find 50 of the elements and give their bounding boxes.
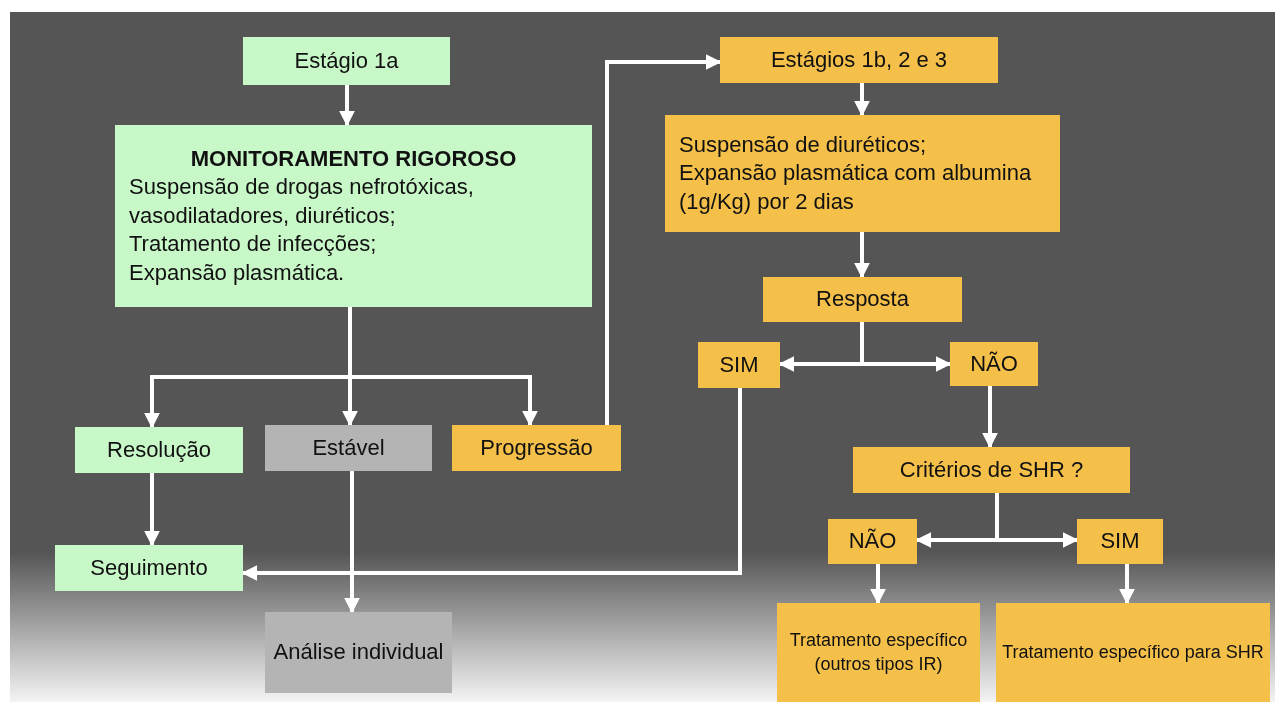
- arrow: [1119, 564, 1135, 605]
- box-text: Expansão plasmática com albumina (1g/Kg) por 2 dias: [679, 159, 1033, 216]
- box-text: Estágio 1a: [294, 46, 399, 75]
- process-box: [452, 425, 621, 471]
- process-box: [853, 447, 1130, 493]
- box-text: NÃO: [970, 349, 1018, 378]
- process-box: [243, 37, 450, 85]
- arrow: [854, 83, 870, 117]
- box-text: Tratamento de infecções;: [129, 230, 377, 259]
- box-text: Tratamento específico (outros tipos IR): [788, 629, 969, 676]
- arrow: [605, 54, 722, 425]
- box-text: SIM: [1100, 527, 1140, 556]
- process-box: [55, 545, 243, 591]
- box-text: Análise individual: [273, 638, 444, 667]
- arrow: [144, 473, 160, 547]
- arrow: [854, 232, 870, 279]
- box-text: Seguimento: [90, 553, 208, 582]
- arrow: [860, 322, 952, 372]
- box-text: Estável: [312, 433, 385, 462]
- arrow: [339, 85, 355, 127]
- process-box: [828, 519, 917, 564]
- box-text: Tratamento específico para SHR: [1002, 640, 1264, 664]
- process-box: [996, 603, 1270, 702]
- process-box: [75, 427, 243, 473]
- arrow: [870, 564, 886, 605]
- process-box: [763, 277, 962, 322]
- process-box: [777, 603, 980, 702]
- process-box: [950, 342, 1038, 386]
- process-box: [720, 37, 998, 83]
- arrow: [995, 493, 1079, 548]
- box-text: Suspensão de drogas nefrotóxicas, vasodilatadores, diuréticos;: [129, 173, 475, 230]
- process-box: [665, 115, 1060, 232]
- arrow: [344, 471, 360, 614]
- process-box: [115, 125, 592, 307]
- box-text: Estágios 1b, 2 e 3: [770, 45, 948, 74]
- box-text: Critérios de SHR ?: [899, 455, 1084, 484]
- process-box: [1077, 519, 1163, 564]
- box-text: NÃO: [848, 527, 897, 556]
- box-text: Suspensão de diuréticos;: [679, 130, 927, 159]
- box-text: Resposta: [816, 285, 909, 314]
- box-text: Expansão plasmática.: [129, 258, 345, 287]
- box-text: Progressão: [480, 433, 593, 462]
- process-box: [698, 342, 780, 388]
- process-box: [265, 425, 432, 471]
- box-text: SIM: [719, 350, 759, 379]
- arrow: [348, 307, 538, 427]
- box-heading: MONITORAMENTO RIGOROSO: [190, 144, 517, 173]
- arrow: [982, 386, 998, 449]
- process-box: [265, 612, 452, 693]
- box-text: Resolução: [107, 435, 211, 464]
